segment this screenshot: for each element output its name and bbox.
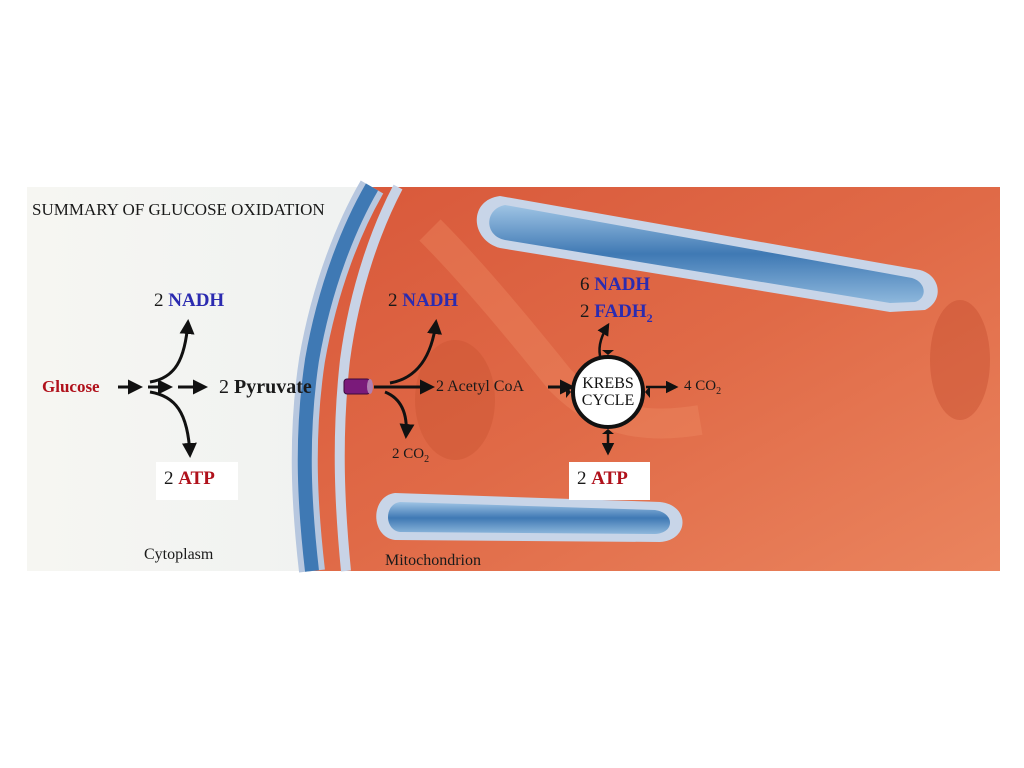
glycolysis-nadh: 2 NADH <box>154 290 225 311</box>
krebs-arrows <box>597 322 679 456</box>
krebs-cycle <box>566 350 650 434</box>
krebs-atp-box <box>569 462 650 500</box>
glycolysis-atp-box <box>156 462 238 500</box>
link-reaction-arrows <box>374 319 575 439</box>
mitochondrion-label: Mitochondrion <box>385 552 481 569</box>
acetyl-coa-label: 2 Acetyl CoA <box>436 378 524 395</box>
lower-crista <box>376 493 683 542</box>
krebs-fadh2: 2 FADH2 <box>580 301 653 325</box>
glycolysis-atp: 2 ATP <box>164 468 215 489</box>
link-co2: 2 CO2 <box>392 446 430 465</box>
upper-crista <box>476 196 938 312</box>
glycolysis-arrows <box>118 319 208 458</box>
diagram-title: SUMMARY OF GLUCOSE OXIDATION <box>32 200 325 219</box>
transporter-end-cap <box>367 379 373 394</box>
link-nadh: 2 NADH <box>388 290 459 311</box>
glucose-label: Glucose <box>42 377 100 396</box>
krebs-atp: 2 ATP <box>577 468 628 489</box>
pyruvate-transporter <box>343 378 371 395</box>
krebs-cycle-label: KREBS CYCLE <box>581 375 635 409</box>
krebs-nadh: 6 NADH <box>580 274 651 295</box>
krebs-co2: 4 CO2 <box>684 378 722 397</box>
cytoplasm-label: Cytoplasm <box>144 546 214 563</box>
pyruvate-label: 2 Pyruvate <box>219 376 312 398</box>
